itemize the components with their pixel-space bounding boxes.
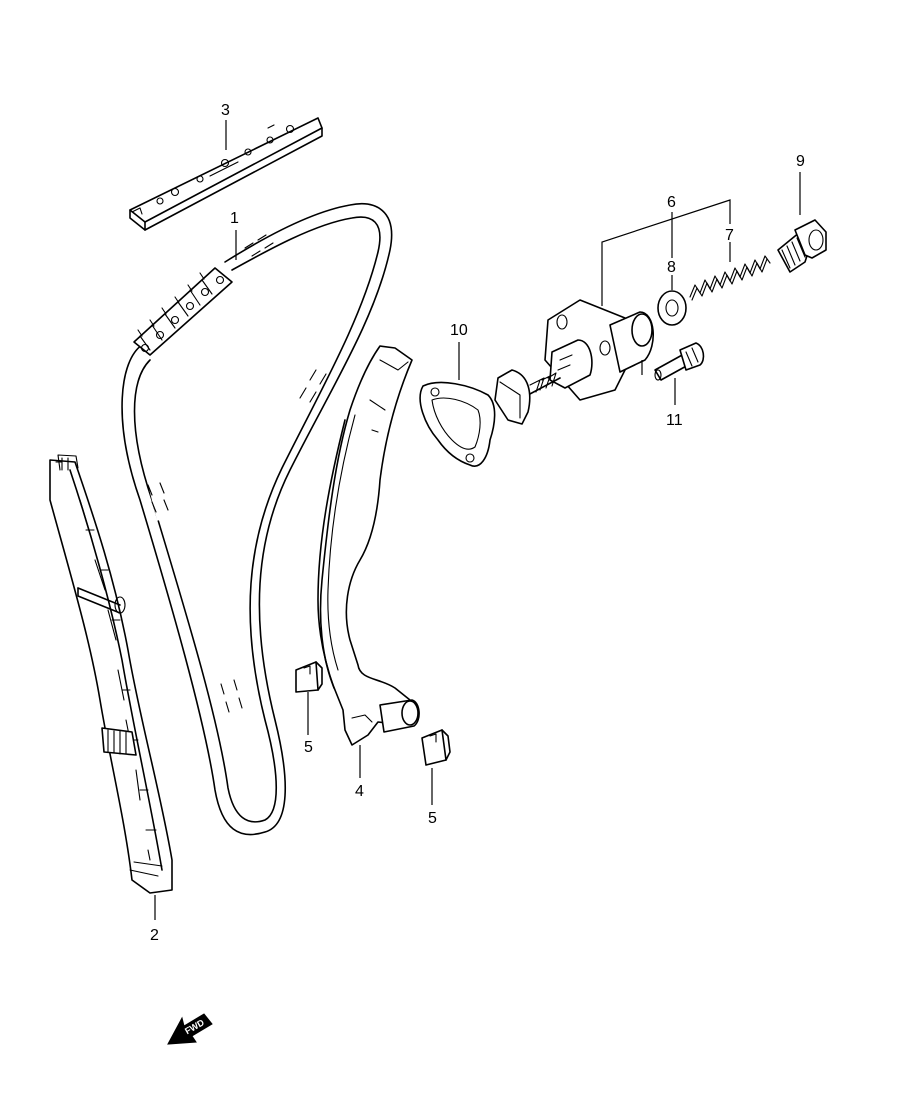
- callout-8: 8: [667, 259, 676, 276]
- part-10-gasket: [419, 381, 496, 467]
- part-5-cushion-left: [295, 661, 323, 693]
- callout-1: 1: [230, 210, 239, 227]
- callout-4: 4: [355, 783, 364, 800]
- part-9-bolt: [777, 219, 827, 273]
- part-5-cushion-right: [421, 729, 451, 766]
- part-2-chain-guide-left: [49, 454, 173, 894]
- callout-10: 10: [450, 322, 468, 339]
- fwd-arrow-icon: [167, 1013, 213, 1045]
- fwd-direction-badge: FWD: [167, 1013, 213, 1045]
- callouts: 3 1 2 4 5 5 6 7 8 9 10 11: [150, 102, 805, 944]
- callout-5-right: 5: [428, 810, 437, 827]
- part-11-bolt: [654, 342, 705, 381]
- callout-6: 6: [667, 194, 676, 211]
- part-6-tensioner-assembly: [494, 299, 655, 425]
- part-4-tensioner-arm: [317, 345, 420, 746]
- part-3-chain-guide-top: [129, 117, 323, 231]
- callout-9: 9: [796, 153, 805, 170]
- callout-7: 7: [725, 227, 734, 244]
- part-1-timing-chain: [121, 203, 393, 836]
- part-7-spring: [689, 255, 771, 301]
- callout-11: 11: [666, 412, 683, 429]
- chain-links: [133, 267, 233, 356]
- part-8-washer: [657, 290, 687, 326]
- callout-3: 3: [221, 102, 230, 119]
- leader-lines: [154, 120, 801, 920]
- callout-5-left: 5: [304, 739, 313, 756]
- callout-2: 2: [150, 927, 159, 944]
